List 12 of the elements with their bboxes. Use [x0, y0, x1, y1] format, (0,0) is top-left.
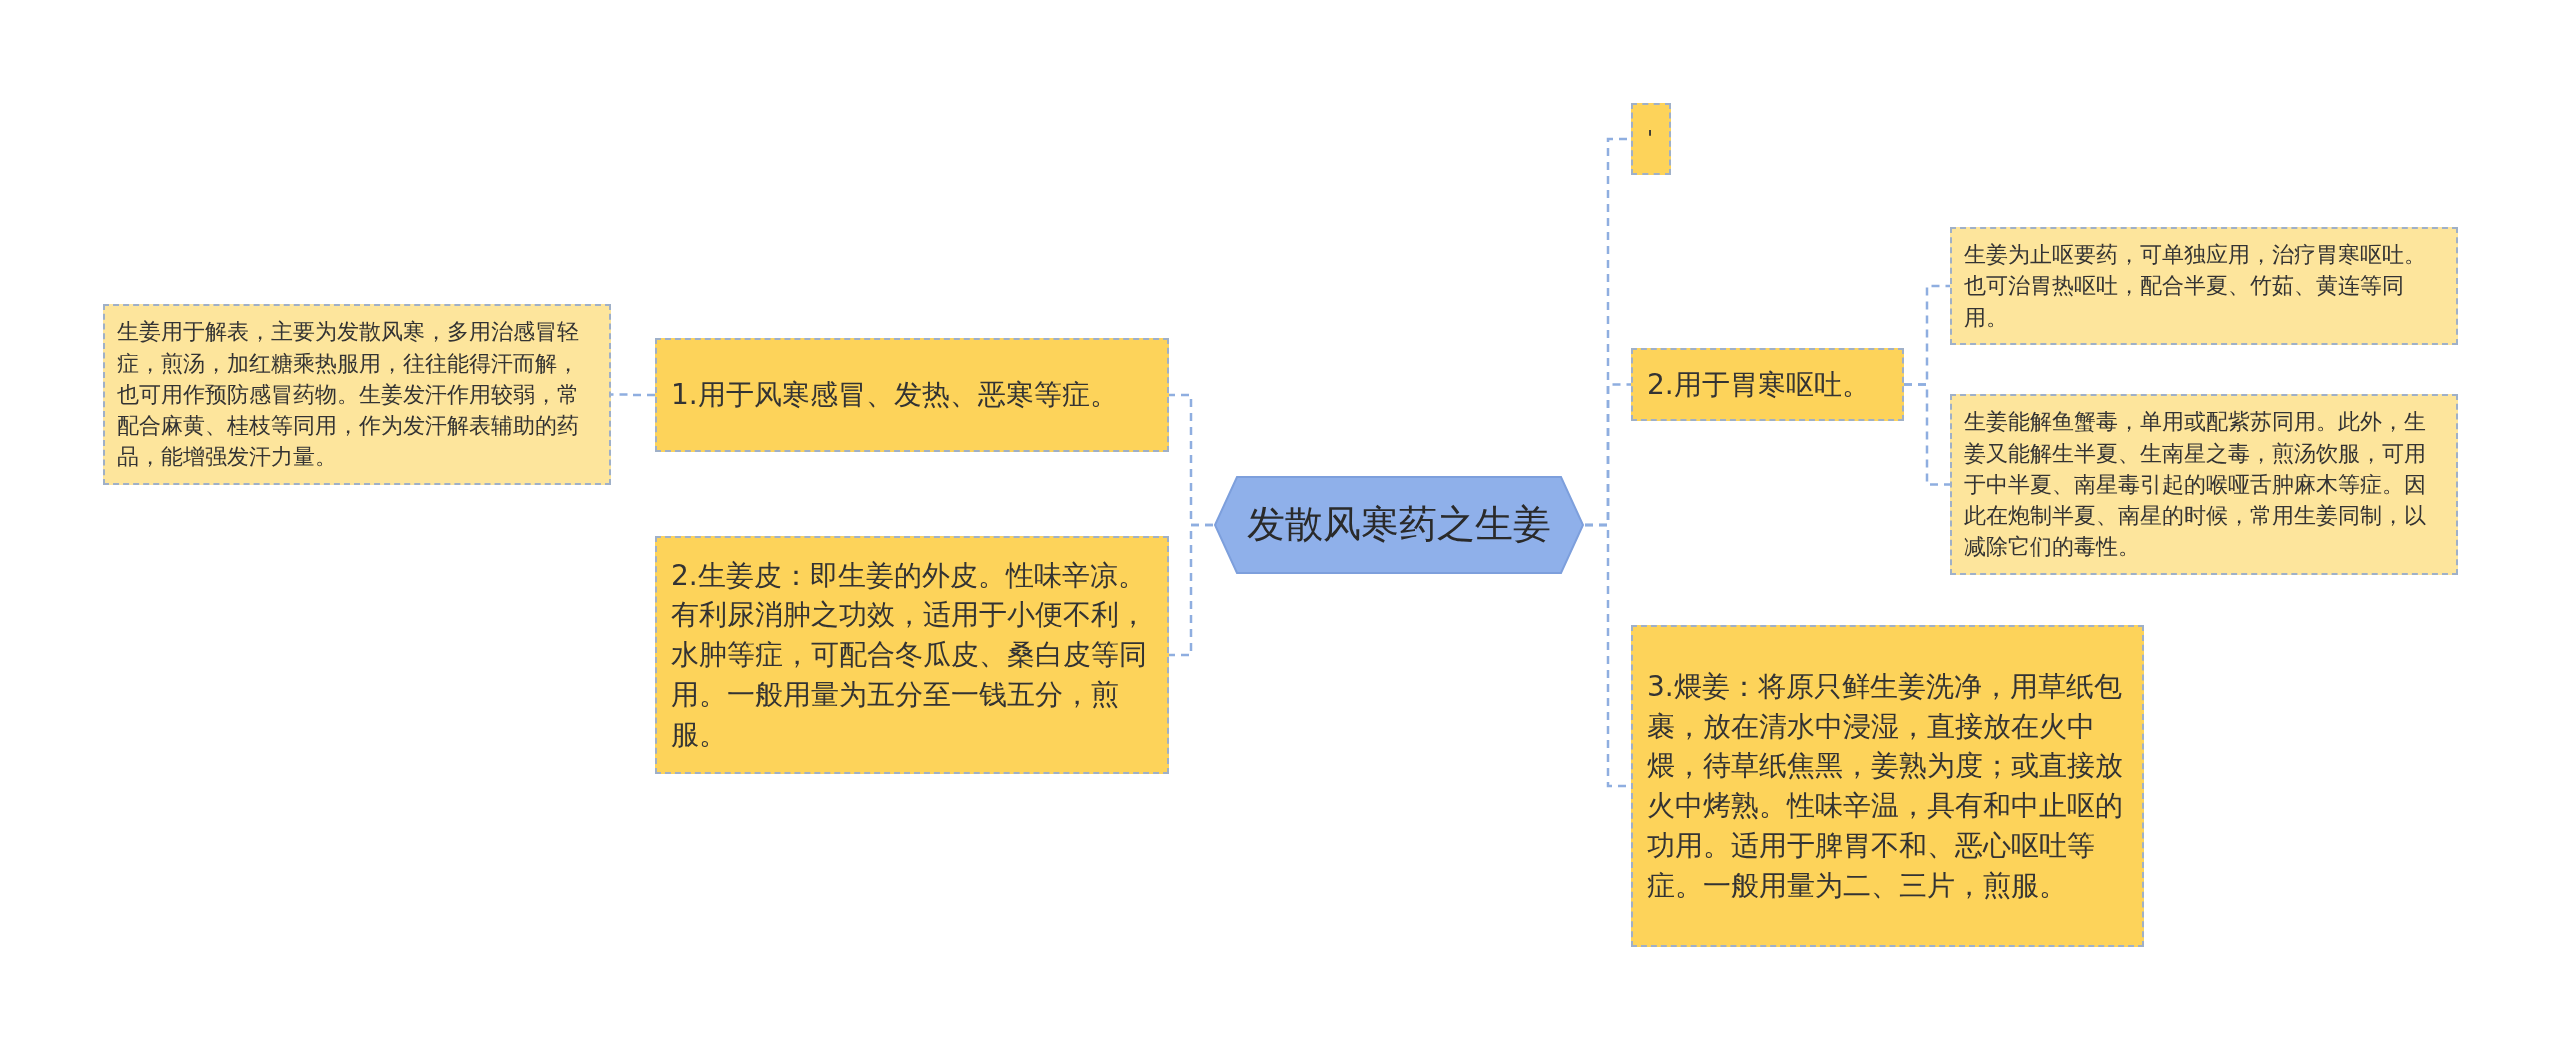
topic-box: 2.生姜皮：即生姜的外皮。性味辛凉。有利尿消肿之功效，适用于小便不利，水肿等症，可配合冬瓜皮、桑白皮等同用。一般用量为五分至一钱五分，煎服。	[655, 536, 1169, 774]
connector-line	[611, 393, 655, 397]
topic-box: 3.煨姜：将原只鲜生姜洗净，用草纸包裹，放在清水中浸湿，直接放在火中煨，待草纸焦黑，姜熟为度；或直接放火中烤熟。性味辛温，具有和中止呕的功用。适用于脾胃不和、恶心呕吐等症。一般用量为二、三片，煎服。	[1631, 625, 2144, 947]
note-box: 生姜用于解表，主要为发散风寒，多用治感冒轻症，煎汤，加红糖乘热服用，往往能得汗而解，也可用作预防感冒药物。生姜发汗作用较弱，常配合麻黄、桂枝等同用，作为发汗解表辅助的药品，能增强发汗力量。	[103, 304, 611, 485]
connector-line	[1904, 383, 1950, 486]
note-box: 生姜为止呕要药，可单独应用，治疗胃寒呕吐。也可治胃热呕吐，配合半夏、竹茹、黄连等同用。	[1950, 227, 2458, 345]
note-box: 生姜能解鱼蟹毒，单用或配紫苏同用。此外，生姜又能解生半夏、生南星之毒，煎汤饮服，可用于中半夏、南星毒引起的喉哑舌肿麻木等症。因此在炮制半夏、南星的时候，常用生姜同制，以减除它们的毒性。	[1950, 394, 2458, 575]
connector-line	[1169, 523, 1213, 657]
topic-box: 2.用于胃寒呕吐。	[1631, 348, 1904, 421]
topic-box: '	[1631, 103, 1671, 175]
topic-box: 1.用于风寒感冒、发热、恶寒等症。	[655, 338, 1169, 452]
topic-hexagon: 发散风寒药之生姜	[1213, 475, 1585, 575]
